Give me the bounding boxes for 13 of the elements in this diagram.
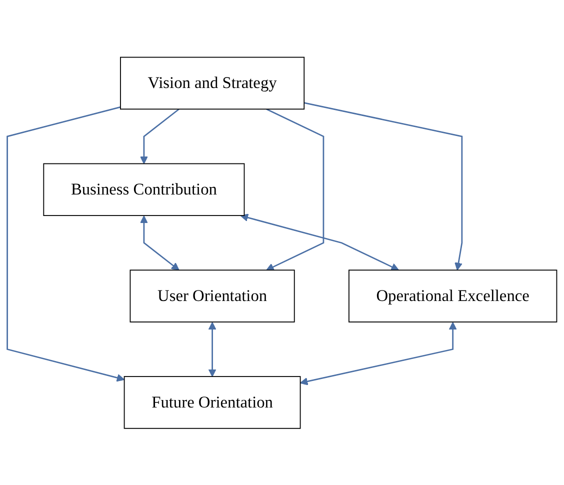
arrow xyxy=(140,215,180,270)
arrow xyxy=(304,102,463,270)
arrow xyxy=(240,213,400,270)
node-box: Vision and Strategy xyxy=(120,56,305,110)
node-box: User Orientation xyxy=(130,269,295,322)
arrow xyxy=(140,108,180,164)
node-box: Business Contribution xyxy=(43,162,245,216)
node-box: Future Orientation xyxy=(124,376,301,428)
node-box: Operational Excellence xyxy=(348,269,558,322)
arrow xyxy=(266,108,324,270)
arrow xyxy=(208,322,216,377)
arrow xyxy=(6,106,125,382)
arrow xyxy=(300,322,457,385)
